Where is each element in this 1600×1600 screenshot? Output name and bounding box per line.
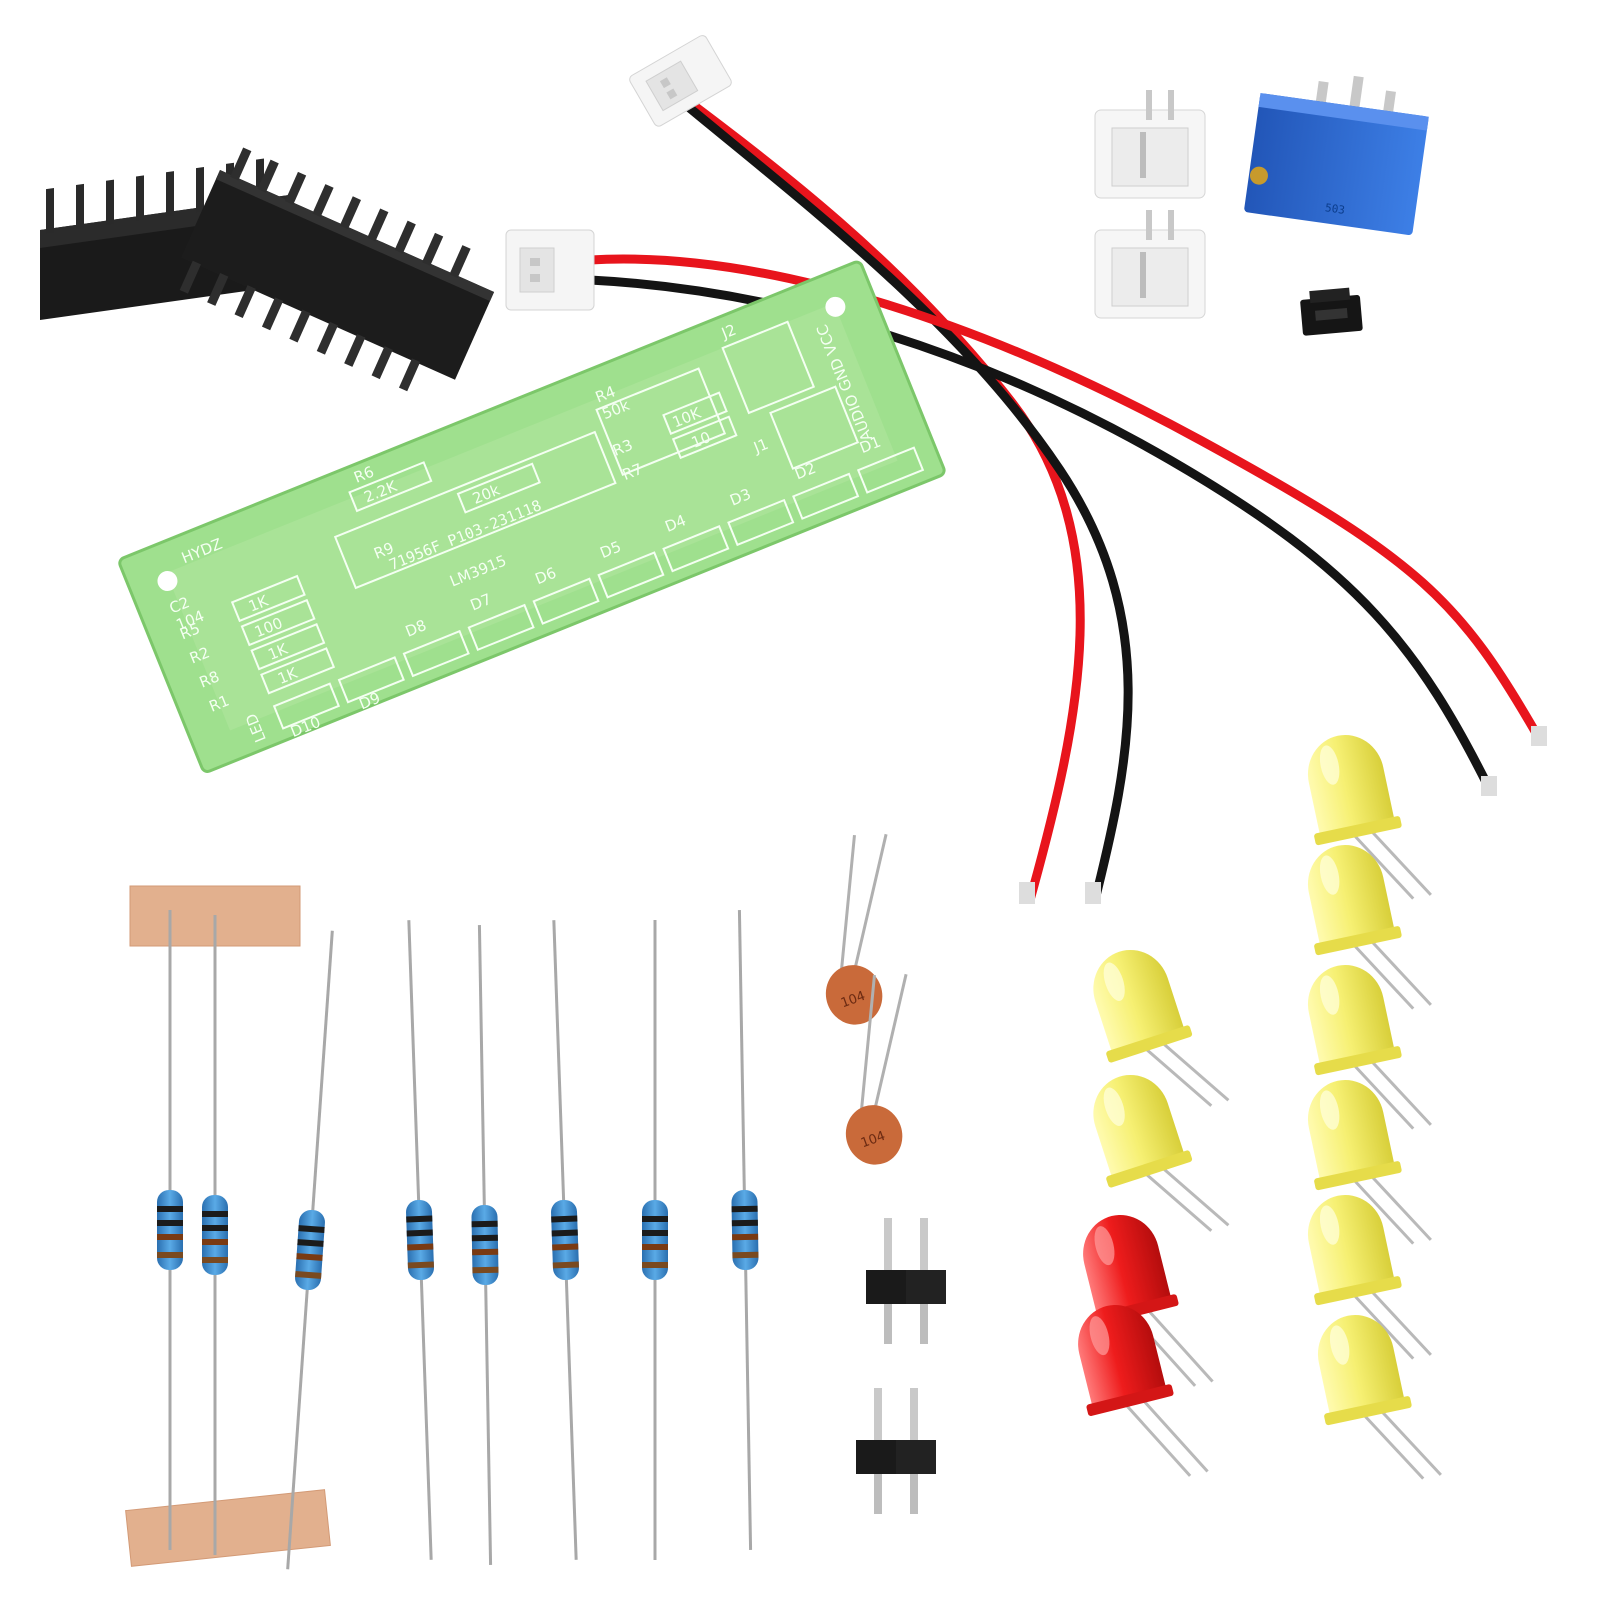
taped-resistor-strip: [125, 885, 347, 1572]
led-red-2: [1062, 1290, 1210, 1498]
trim-potentiometer: 503: [1244, 75, 1429, 236]
ceramic-capacitor-2: 104: [845, 973, 908, 1165]
jst-plug-top: [629, 35, 732, 127]
resistor-3: [539, 918, 591, 1562]
pin-header-2: [856, 1388, 936, 1514]
pcb-board: HYDZ C2 104 R5 R2 R8 R1 1K 100 1K 1K R6 …: [118, 260, 946, 773]
pcb-j1: J1: [750, 435, 771, 457]
pcb-r7-value: 10: [689, 428, 713, 452]
pcb-j2: J2: [718, 321, 739, 343]
red-wire-2: [589, 254, 1544, 743]
lm3915-chip: [179, 147, 495, 392]
loose-resistors: [394, 908, 766, 1567]
resistor-1: [394, 918, 446, 1562]
pin-header-1: [866, 1218, 946, 1344]
led-group: [1062, 722, 1443, 1498]
pot-code: 503: [1324, 201, 1345, 217]
ceramic-capacitor-1: 104: [825, 833, 888, 1025]
jumper-cap: [1300, 287, 1363, 336]
jst-header-2: [1094, 209, 1206, 319]
jst-header-1: [1094, 89, 1206, 199]
led-yellow-6: [1303, 1302, 1443, 1498]
black-wire-1: [677, 96, 1133, 902]
resistor-4: [640, 918, 670, 1562]
resistor-2: [464, 923, 506, 1567]
resistor-5: [724, 908, 766, 1552]
jst-plug-mid: [505, 229, 595, 311]
